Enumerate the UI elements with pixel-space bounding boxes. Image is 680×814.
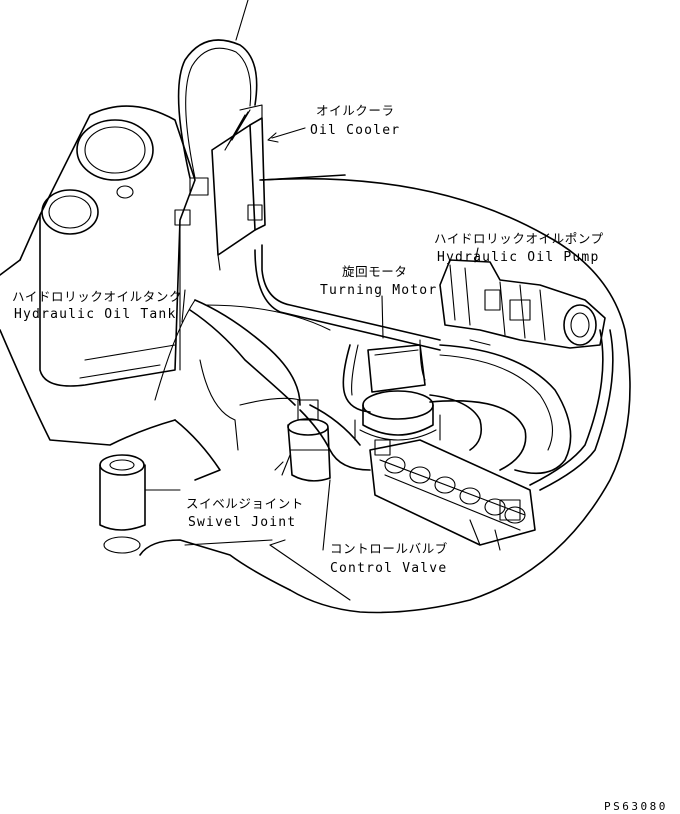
swivel-joint-label-en: Swivel Joint [188,515,296,530]
lower-frame [0,299,239,554]
hydraulic-oil-pump-label-en: Hydraulic Oil Pump [437,250,599,265]
label-hydraulic-oil-tank: ハイドロリックオイルタンク Hydraulic Oil Tank [12,289,182,322]
hydraulic-oil-tank-label-jp: ハイドロリックオイルタンク [12,289,182,304]
control-valve-label-en: Control Valve [330,561,447,576]
label-turning-motor: 旋回モータ Turning Motor [320,264,437,298]
hydraulic-oil-pump-shape [439,259,606,349]
turning-motor-shape [354,344,441,441]
hydraulic-oil-tank-shape [0,105,196,387]
swivel-joint-label-jp: スイベルジョイント [186,496,304,511]
oil-cooler-shape [189,104,266,271]
oil-cooler-label-en: Oil Cooler [310,123,400,138]
hydraulic-oil-pump-label-jp: ハイドロリックオイルポンプ [434,231,604,246]
label-oil-cooler: オイルクーラ Oil Cooler [310,103,400,138]
turning-motor-label-jp: 旋回モータ [342,264,408,279]
label-control-valve: コントロールバルブ Control Valve [330,541,448,576]
control-valve-shape [369,439,536,551]
oil-cooler-label-jp: オイルクーラ [316,103,395,118]
drawing-code: PS63080 [604,800,668,813]
hydraulic-lines [177,0,614,491]
label-hydraulic-oil-pump: ハイドロリックオイルポンプ Hydraulic Oil Pump [434,231,604,265]
control-valve-label-jp: コントロールバルブ [330,541,448,556]
revolving-frame-outline [139,177,631,614]
leader-lines [181,127,479,551]
label-swivel-joint: スイベルジョイント Swivel Joint [186,496,304,530]
hydraulic-oil-tank-label-en: Hydraulic Oil Tank [14,307,176,322]
turning-motor-label-en: Turning Motor [320,283,437,298]
swivel-joint-shape [287,399,331,482]
